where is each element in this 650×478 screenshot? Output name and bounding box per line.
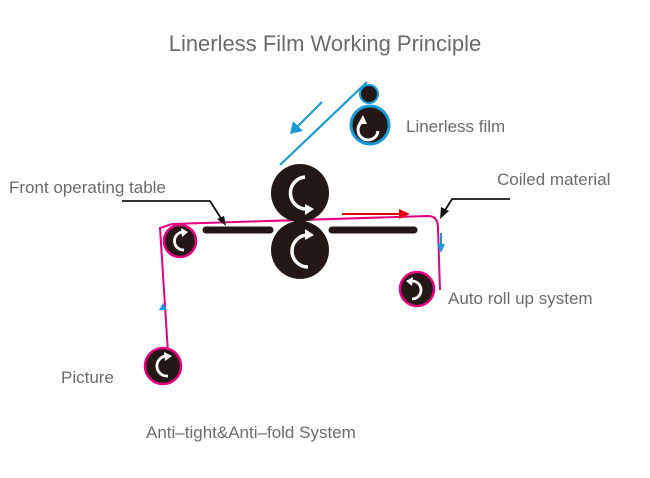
label-auto-roll-up-system: Auto roll up system	[448, 289, 593, 308]
coiled-material-pointer	[440, 198, 510, 219]
label-linerless-film: Linerless film	[406, 117, 505, 136]
rotation-arrow-icon	[155, 354, 169, 378]
label-picture: Picture	[61, 368, 114, 387]
bottom-pressure-roller	[271, 221, 329, 279]
film-guide-roller	[359, 84, 379, 104]
rotation-arrow-icon	[411, 279, 423, 301]
linerless-film-roller	[349, 104, 391, 146]
rotation-arrow-icon	[288, 175, 309, 211]
label-coiled-material: Coiled material	[497, 170, 610, 189]
material-direction-arrow	[342, 209, 410, 219]
diagram-title: Linerless Film Working Principle	[169, 31, 482, 56]
down-direction-arrow	[437, 233, 445, 253]
auto-roll-up-roller	[398, 270, 436, 308]
film-line	[279, 81, 368, 166]
picture-roller	[143, 346, 183, 386]
material-path	[158, 214, 441, 385]
film-direction-arrow	[290, 101, 323, 134]
label-anti-system: Anti–tight&Anti–fold System	[146, 423, 356, 442]
rotation-arrow-icon	[173, 230, 185, 252]
label-front-operating-table: Front operating table	[9, 178, 166, 197]
rotation-arrow-icon	[290, 233, 309, 269]
rotation-arrow-icon	[356, 120, 380, 142]
left-guide-roller	[162, 223, 198, 259]
top-pressure-roller	[271, 164, 329, 222]
up-direction-arrow	[159, 303, 167, 310]
front-table-pointer	[122, 200, 226, 226]
